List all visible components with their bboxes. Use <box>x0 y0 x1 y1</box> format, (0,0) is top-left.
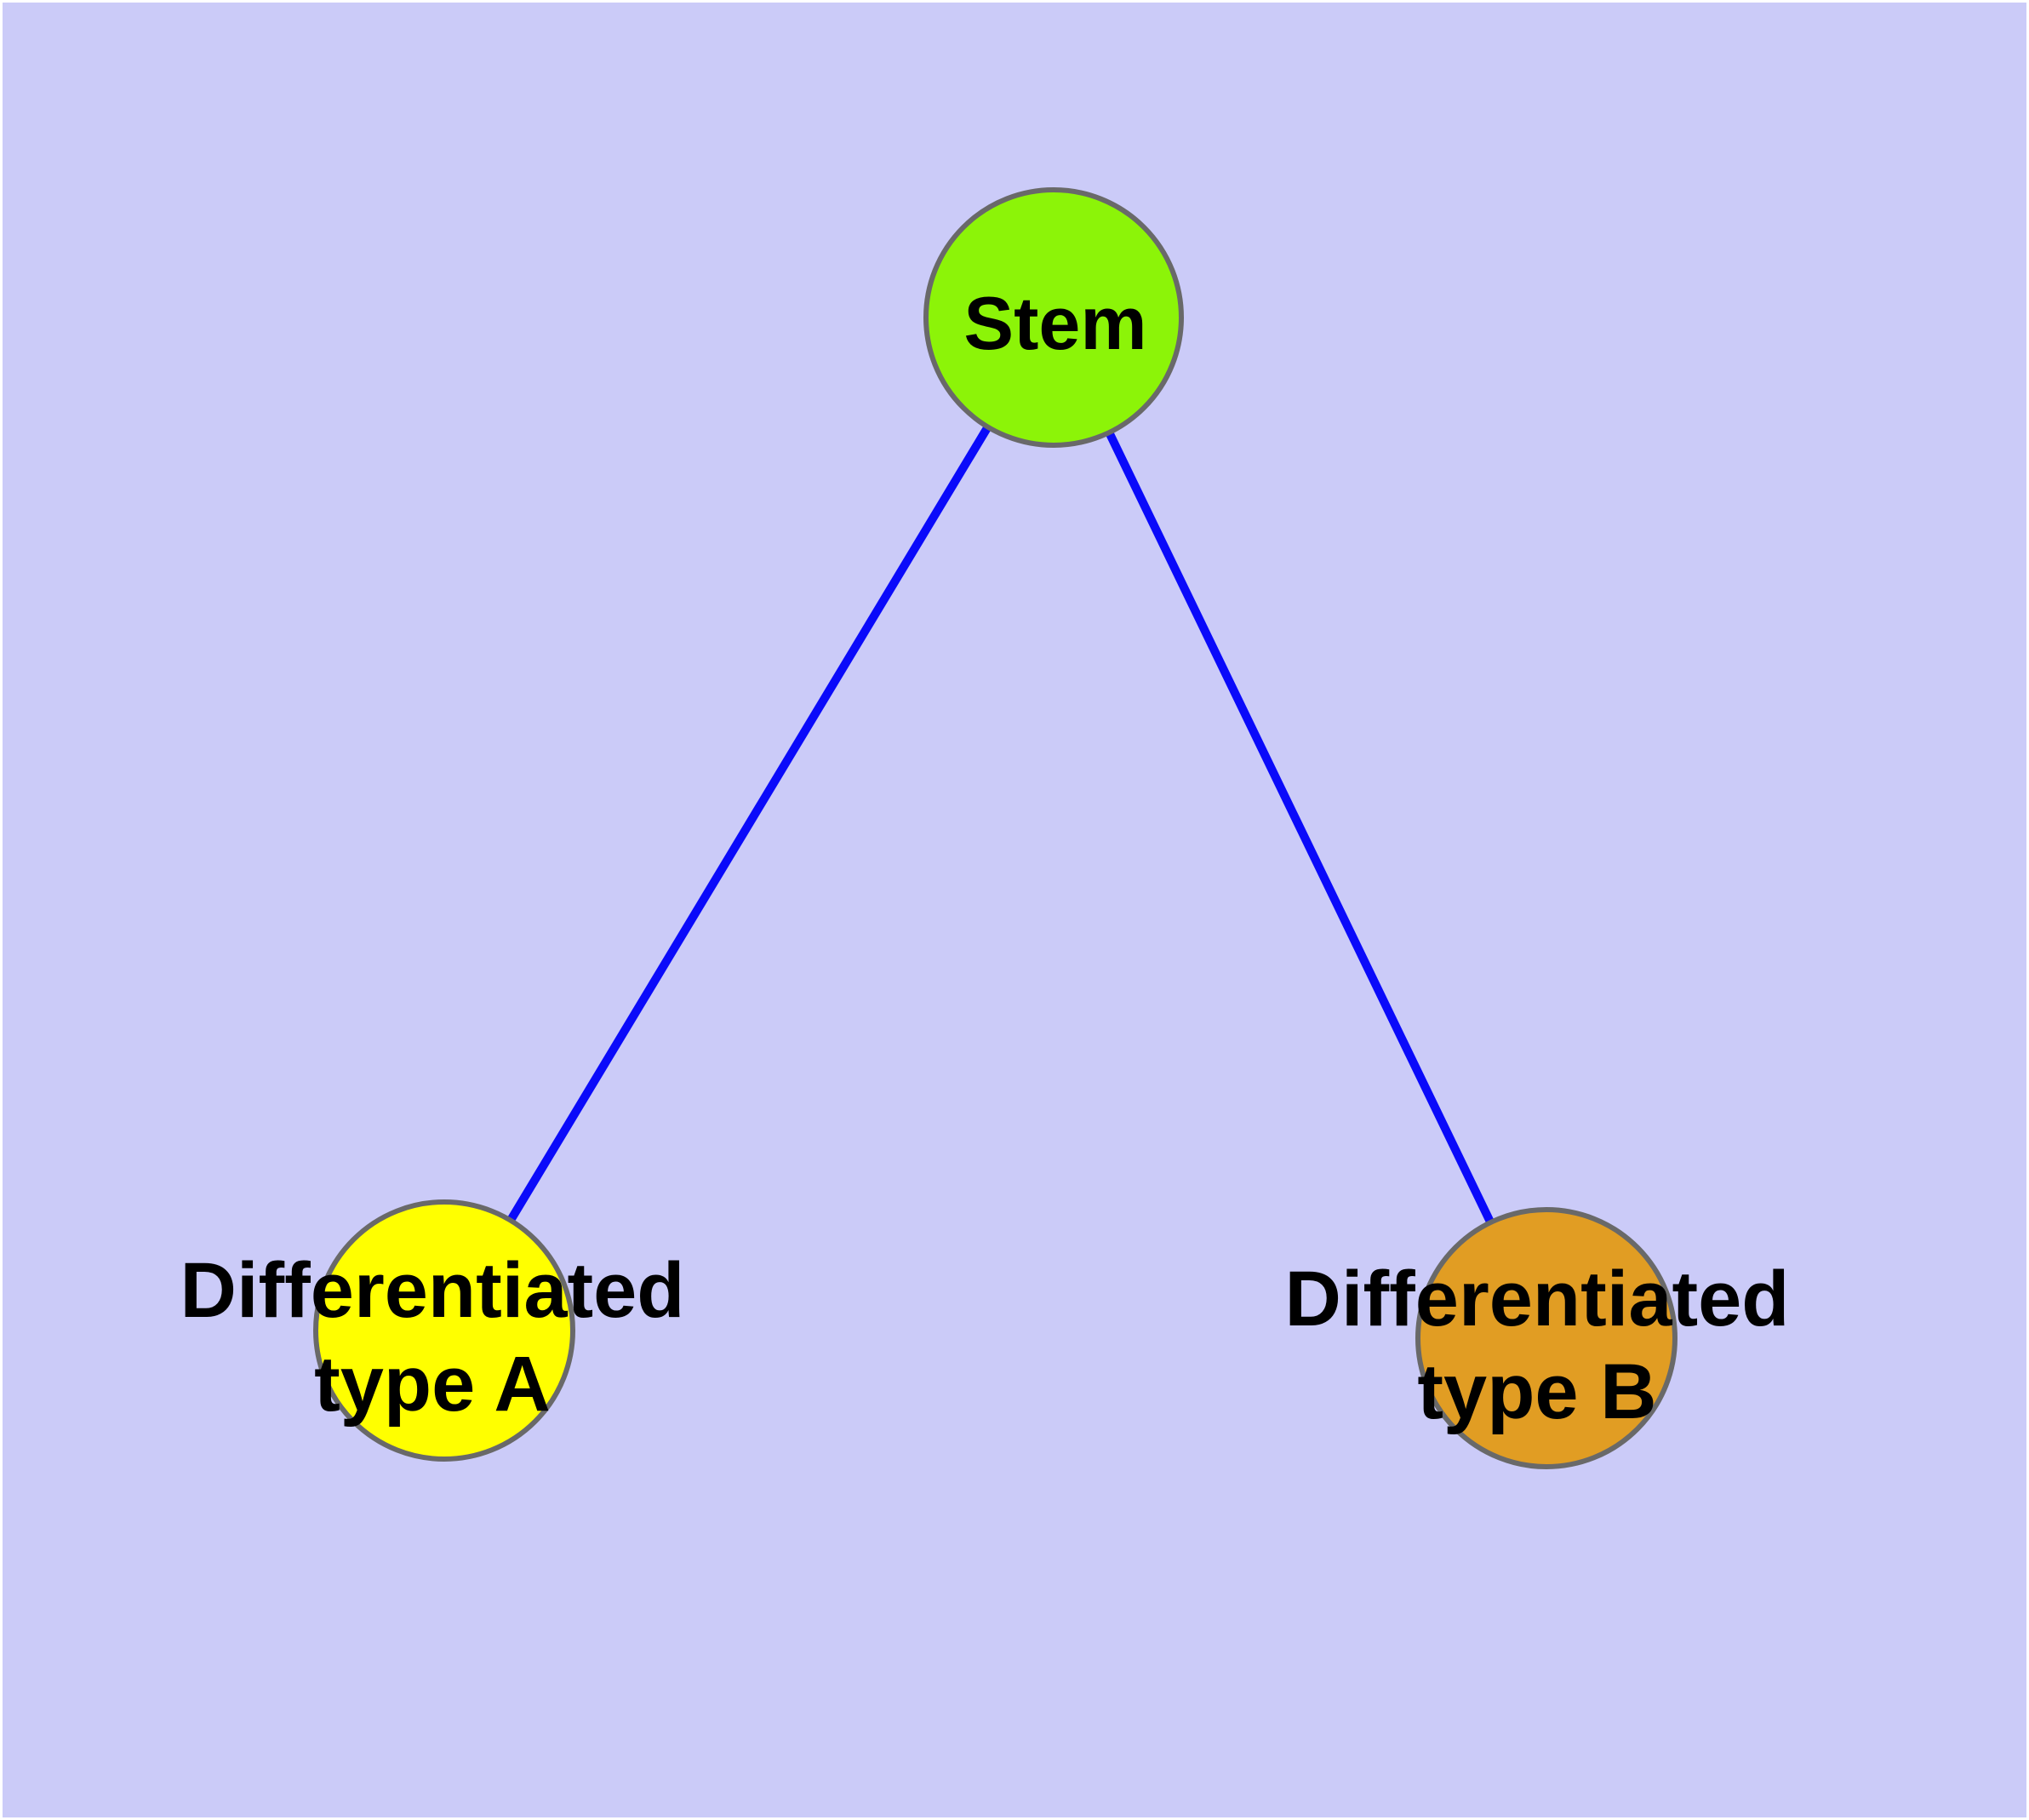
node-stem <box>923 187 1184 448</box>
node-stem-label: Stem <box>963 281 1146 365</box>
node-type-a-label-line2: type A <box>314 1341 551 1428</box>
edge-stem-to-type-b <box>1049 315 1551 1341</box>
node-type-a <box>313 1199 575 1462</box>
edge-stem-to-type-a <box>440 315 1058 1333</box>
node-type-b-label-line1: Differentiated <box>1285 1256 1790 1342</box>
node-type-b-label-line2: type B <box>1417 1348 1656 1435</box>
node-type-b <box>1415 1207 1677 1469</box>
node-type-a-label-line1: Differentiated <box>180 1247 685 1334</box>
